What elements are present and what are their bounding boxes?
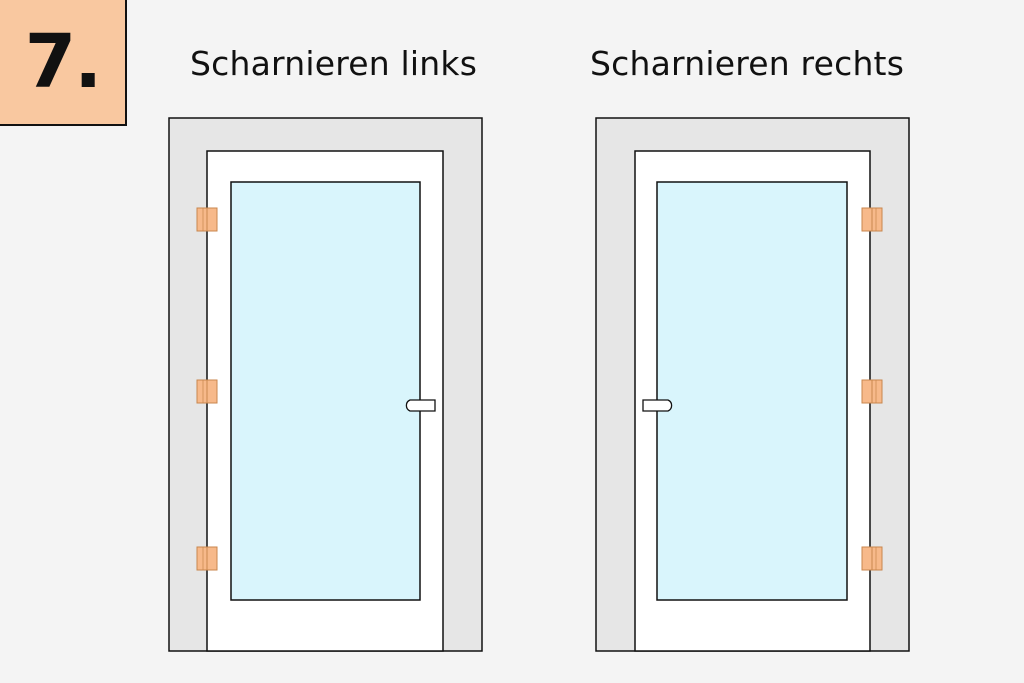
door-left-hinges: [168, 117, 483, 652]
glass-panel: [656, 181, 848, 601]
hinge: [196, 207, 218, 232]
hinge: [861, 546, 883, 571]
hinge: [861, 379, 883, 404]
hinge: [196, 379, 218, 404]
step-number-badge: 7.: [0, 0, 127, 126]
door-handle: [405, 399, 436, 412]
step-number: 7.: [24, 19, 103, 105]
hinge: [861, 207, 883, 232]
hinge: [196, 546, 218, 571]
door-right-hinges: [595, 117, 910, 652]
door-label-hinges-left: Scharnieren links: [190, 44, 478, 83]
glass-panel: [230, 181, 421, 601]
door-label-hinges-right: Scharnieren rechts: [590, 44, 905, 83]
door-handle: [642, 399, 673, 412]
